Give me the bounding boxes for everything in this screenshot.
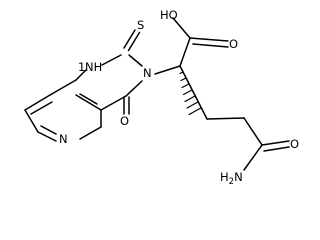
amide-h-count: 2 — [229, 177, 234, 187]
bond-n3-c4 — [125, 80, 143, 97]
amide-carbonyl-double-a — [261, 140, 290, 146]
carboxyl-double-a — [189, 37, 229, 42]
bond-carboxyl-oh — [172, 17, 191, 39]
bond-n1-c2 — [101, 54, 122, 66]
bond-calpha-carboxyl — [179, 37, 191, 67]
atom-acid-hydroxyl: HO — [160, 8, 178, 22]
thione-double-bond-b — [127, 31, 141, 52]
bond-c6-n5-inner — [40, 125, 57, 135]
amide-n: N — [234, 170, 243, 184]
atom-imide-nitrogen: N — [143, 66, 152, 80]
bond-n3-calpha — [154, 65, 181, 75]
carboxyl-double-b — [192, 43, 229, 48]
bond-c4-c4a — [100, 95, 127, 111]
atom-amide-oxygen: O — [290, 137, 299, 151]
atom-ring-carbonyl-oxygen: O — [120, 114, 129, 128]
atom-ring-nh: NH — [85, 60, 102, 74]
chemical-structure: S 1 NH HO O N O N O H2N — [24, 8, 299, 187]
bond-c6-n5 — [37, 131, 57, 142]
bond-c8-c7-inner — [30, 101, 53, 115]
bond-calpha-cbeta — [179, 65, 208, 120]
bond-lines — [24, 17, 290, 171]
atom-acid-carbonyl-oxygen: O — [229, 37, 238, 51]
bond-c4a-c8a — [75, 94, 102, 111]
atom-ring-nh-prefix: 1 — [78, 60, 85, 74]
bond-c8-c7 — [24, 94, 51, 111]
atom-amide-nitrogen: H2N — [220, 170, 243, 187]
amide-h: H — [220, 170, 229, 184]
bond-n5-c4a — [79, 126, 102, 140]
amide-carbonyl-double-b — [263, 146, 290, 152]
bond-cgamma-amidec — [243, 117, 263, 146]
atom-pyridine-nitrogen: N — [59, 132, 68, 146]
stereo-hashed-wedge — [179, 71, 202, 116]
bond-n1-c8a — [75, 69, 87, 81]
atom-thione-sulfur: S — [137, 18, 144, 32]
bond-amidec-nh2 — [243, 144, 263, 171]
atom-labels: S 1 NH HO O N O N O H2N — [59, 8, 299, 187]
bond-c4a-c8a-inner — [79, 93, 98, 105]
bond-c7-c6 — [24, 109, 39, 133]
bond-c8a-c8 — [49, 79, 77, 96]
bond-cbeta-cgamma — [206, 117, 245, 120]
thione-double-bond-a — [123, 29, 136, 49]
bond-c2-n3 — [128, 54, 143, 67]
